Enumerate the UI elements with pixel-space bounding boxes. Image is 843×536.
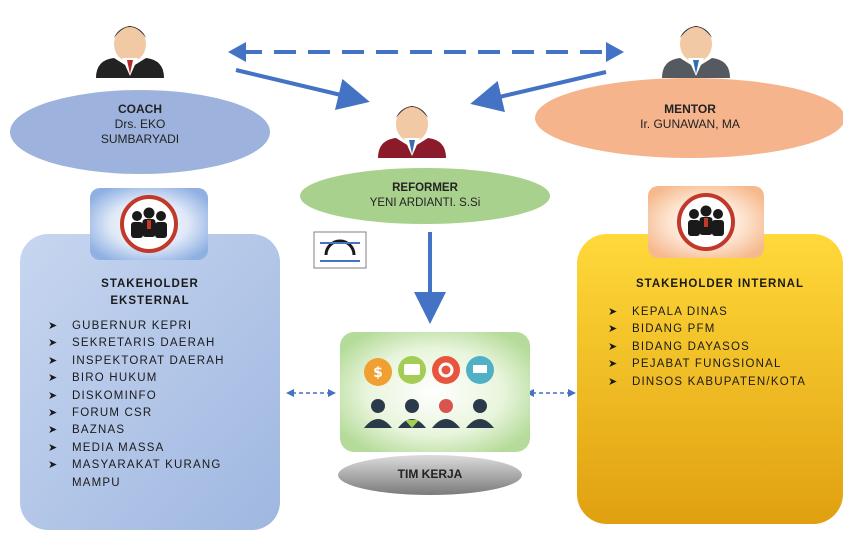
- team-tile: [340, 332, 530, 452]
- mentor-name: Ir. GUNAWAN, MA: [640, 117, 740, 131]
- reformer-ellipse: [300, 168, 550, 224]
- stakeholder-external-list: GUBERNUR KEPRISEKRETARIS DAERAHINSPEKTOR…: [48, 318, 258, 492]
- stakeholder-item: BIDANG DAYASOS: [608, 339, 823, 357]
- stakeholder-internal-title: STAKEHOLDER INTERNAL: [635, 278, 804, 290]
- stakeholder-item: GUBERNUR KEPRI: [48, 318, 258, 336]
- group-people-icon: [677, 193, 735, 251]
- dashed-arrowhead-left: [228, 42, 246, 62]
- stakeholder-item: DINSOS KABUPATEN/KOTA: [608, 374, 823, 392]
- stakeholder-external-title: STAKEHOLDER EKSTERNAL: [101, 278, 199, 307]
- stakeholder-internal-list: KEPALA DINASBIDANG PFMBIDANG DAYASOSPEJA…: [608, 304, 823, 391]
- stakeholder-item: FORUM CSR: [48, 405, 258, 423]
- svg-text:$: $: [373, 365, 383, 381]
- reformer-name: YENI ARDIANTI. S.Si: [369, 197, 481, 209]
- coach-avatar: [96, 26, 164, 78]
- link-arrowhead: [328, 389, 336, 397]
- reformer-label: REFORMER YENI ARDIANTI. S.Si: [320, 181, 530, 211]
- stakeholder-item: BAZNAS: [48, 422, 258, 440]
- coach-ellipse: [10, 90, 270, 174]
- link-arrowhead: [286, 389, 294, 397]
- stakeholder-item: MASYARAKAT KURANG MAMPU: [48, 457, 258, 492]
- stakeholder-item: MEDIA MASSA: [48, 440, 258, 458]
- coach-title: COACH: [118, 102, 162, 116]
- document-icon: [313, 231, 367, 269]
- coach-to-reformer-arrow: [235, 68, 370, 111]
- mentor-avatar: [662, 26, 730, 78]
- mentor-to-reformer-arrow: [470, 70, 607, 113]
- group-people-icon: [120, 195, 178, 253]
- link-arrowhead: [568, 389, 576, 397]
- gear-bubble-icon: [432, 356, 460, 384]
- dashed-arrowhead-right: [606, 42, 624, 62]
- stakeholder-item: INSPEKTORAT DAERAH: [48, 353, 258, 371]
- stakeholder-item: BIDANG PFM: [608, 321, 823, 339]
- dollar-bubble-icon: [364, 358, 392, 386]
- coach-name: Drs. EKO SUMBARYADI: [100, 117, 180, 146]
- mentor-ellipse: [535, 78, 843, 158]
- mentor-label: MENTOR Ir. GUNAWAN, MA: [590, 102, 790, 132]
- stakeholder-item: KEPALA DINAS: [608, 304, 823, 322]
- coach-label: COACH Drs. EKO SUMBARYADI: [60, 102, 220, 147]
- reformer-avatar: [378, 106, 446, 158]
- team-label-ellipse: [338, 455, 522, 495]
- stakeholder-item: BIRO HUKUM: [48, 370, 258, 388]
- stakeholder-item: PEJABAT FUNGSIONAL: [608, 356, 823, 374]
- stakeholder-item: DISKOMINFO: [48, 388, 258, 406]
- reformer-title: REFORMER: [392, 182, 458, 194]
- team-label: TIM KERJA: [397, 467, 463, 481]
- team-people-icon: $: [364, 356, 494, 428]
- stakeholder-item: SEKRETARIS DAERAH: [48, 335, 258, 353]
- mentor-title: MENTOR: [664, 102, 716, 116]
